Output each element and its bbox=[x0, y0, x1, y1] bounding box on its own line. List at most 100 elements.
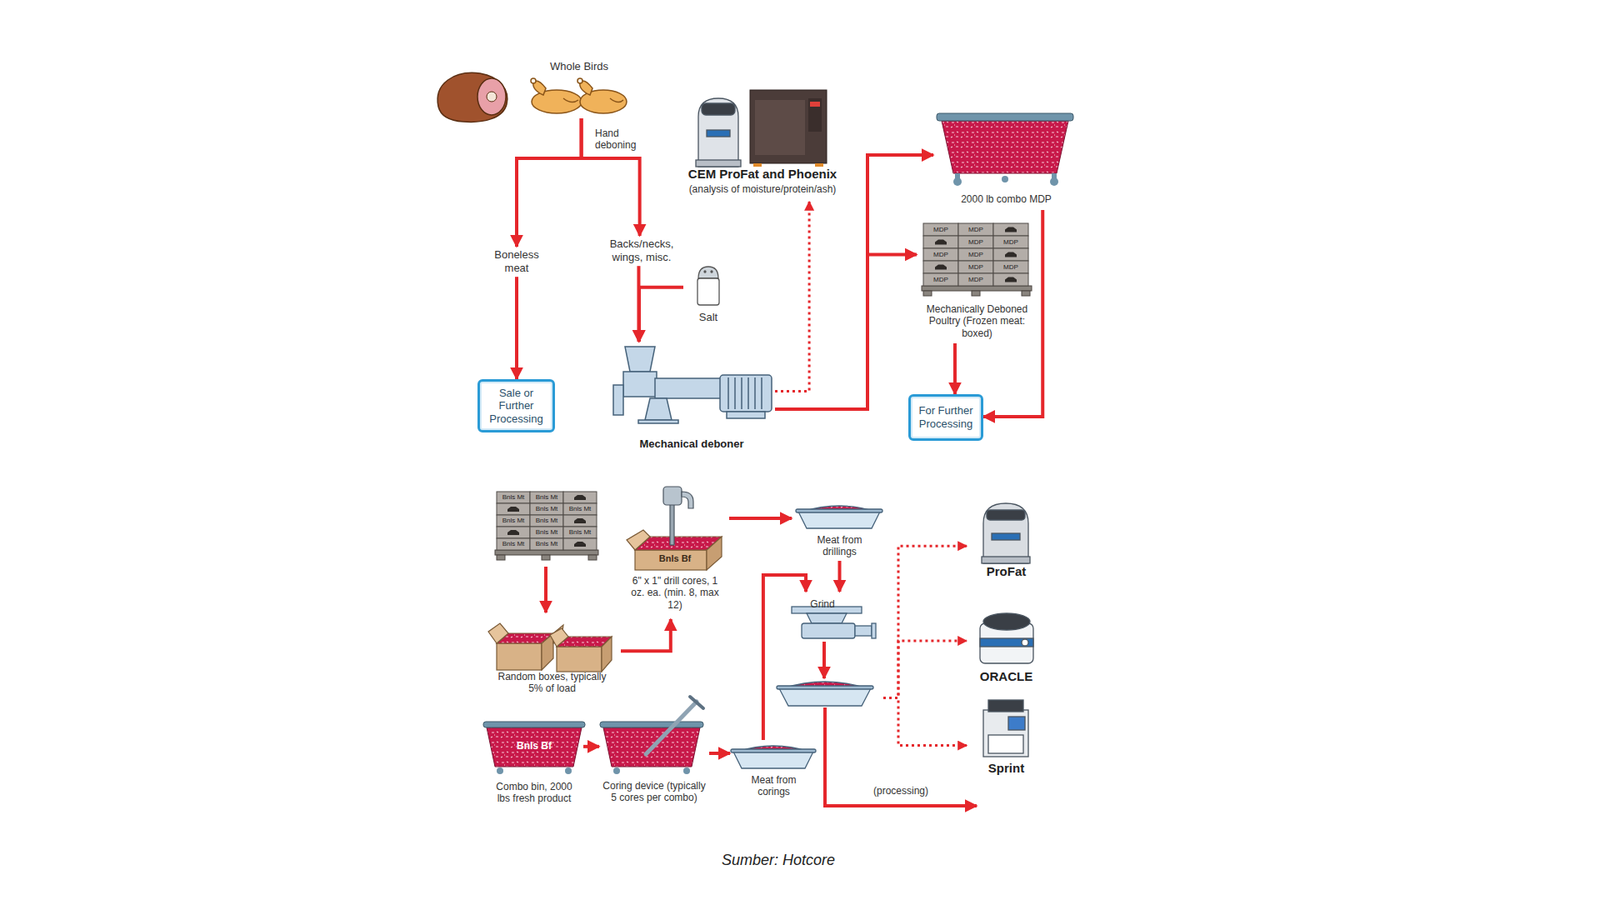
box-label: MDP bbox=[923, 223, 959, 236]
flow-arrow bbox=[822, 641, 826, 679]
box bbox=[563, 526, 597, 539]
coring-device-illustration bbox=[600, 696, 704, 775]
analyzer: ORACLE bbox=[966, 604, 1046, 688]
node-label: 6" x 1" drill cores, 1 oz. ea. (min. 8, … bbox=[625, 575, 725, 611]
grinder: Grind bbox=[775, 591, 884, 713]
node-label: Mechanical deboner bbox=[640, 437, 745, 451]
box-label: Bnls Mt bbox=[496, 515, 530, 527]
node-label: Sale or Further Processing bbox=[483, 386, 550, 426]
box bbox=[993, 248, 1029, 261]
box-label: Bnls Mt bbox=[530, 515, 564, 527]
node-label: Salt bbox=[699, 310, 718, 325]
mechanical-deboner: Mechanical deboner bbox=[608, 341, 775, 455]
oracle-illustration bbox=[980, 613, 1034, 664]
sample-flow-arrow bbox=[775, 201, 810, 391]
box bbox=[496, 515, 530, 527]
box bbox=[993, 235, 1029, 249]
coring-device: Coring device (typically 5 cores per com… bbox=[599, 690, 710, 824]
node-label: Coring device (typically 5 cores per com… bbox=[602, 780, 706, 805]
box-icon bbox=[935, 240, 947, 245]
pallet: MDPMDPMDPMDPMDPMDPMDPMDPMDPMDPMechanical… bbox=[916, 218, 1038, 344]
meat-tray: Meat from corings bbox=[730, 740, 818, 803]
process-box: Sale or Further Processing bbox=[477, 379, 555, 433]
box-icon bbox=[1005, 227, 1017, 233]
combo-bin-illustration bbox=[483, 721, 585, 775]
box bbox=[923, 248, 959, 261]
process-box: For Further Processing bbox=[908, 394, 984, 441]
random-boxes: Random boxes, typically 5% of load bbox=[483, 612, 621, 700]
whole-birds-illustration bbox=[530, 78, 627, 114]
box bbox=[993, 273, 1029, 286]
box-label: MDP bbox=[958, 248, 994, 261]
flow-arrow bbox=[544, 566, 548, 613]
analyzer: CEM ProFat and Phoenix(analysis of moist… bbox=[670, 83, 855, 202]
box bbox=[923, 273, 959, 286]
analyzer: ProFat bbox=[966, 497, 1046, 583]
meat-tray-illustration bbox=[730, 505, 883, 769]
box-icon bbox=[574, 541, 586, 547]
box-icon bbox=[574, 495, 586, 500]
node-label: ProFat bbox=[986, 564, 1027, 580]
product-label: Boneless meat bbox=[480, 246, 554, 277]
pallet: Bnls MtBnls MtBnls MtBnls MtBnls MtBnls … bbox=[491, 487, 600, 567]
node-label: (analysis of moisture/protein/ash) bbox=[689, 183, 837, 195]
box bbox=[496, 526, 530, 539]
node-label: Mechanically Deboned Poultry (Frozen mea… bbox=[923, 303, 1032, 340]
box-label: MDP bbox=[958, 273, 994, 286]
node-label: Combo bin, 2000 lbs fresh product bbox=[488, 780, 580, 805]
box-label: Bnls Mt bbox=[530, 538, 564, 550]
node-label: Bnls Bf bbox=[516, 740, 552, 752]
box bbox=[958, 248, 994, 261]
node-label: Whole Birds bbox=[550, 60, 609, 74]
combo-bin: 2000 lb combo MDP bbox=[933, 108, 1080, 210]
annotation: Hand deboning bbox=[593, 127, 655, 152]
box-label: Bnls Mt bbox=[530, 526, 564, 539]
box bbox=[563, 515, 597, 527]
box-icon bbox=[1005, 252, 1017, 258]
annotation: (processing) bbox=[871, 785, 930, 797]
box bbox=[958, 223, 994, 236]
box bbox=[958, 235, 994, 249]
flow-arrow bbox=[620, 619, 671, 651]
box bbox=[496, 538, 530, 550]
sample-flow-arrow bbox=[883, 545, 967, 698]
box-label: MDP bbox=[958, 223, 994, 236]
flow-arrow bbox=[763, 575, 806, 740]
node-label: Grind bbox=[810, 598, 835, 610]
box bbox=[530, 503, 564, 515]
sample-flow-arrow bbox=[883, 640, 967, 699]
box-label: Bnls Mt bbox=[496, 538, 530, 550]
phoenix-furnace-illustration bbox=[750, 90, 827, 167]
box-icon bbox=[1005, 277, 1017, 283]
node-label: Sprint bbox=[988, 760, 1025, 776]
product-label: Backs/necks, wings, misc. bbox=[592, 235, 691, 266]
box bbox=[993, 223, 1029, 236]
box-label: Bnls Mt bbox=[530, 491, 564, 504]
box bbox=[563, 491, 597, 504]
box bbox=[923, 260, 959, 274]
caption: Sumber: Hotcore bbox=[721, 851, 835, 870]
grinder-illustration bbox=[791, 606, 876, 639]
node-label: Meat from drillings bbox=[806, 534, 874, 559]
pallet-boxes bbox=[496, 223, 1029, 550]
pallet-base bbox=[495, 285, 1032, 560]
box bbox=[530, 538, 564, 550]
box-label: MDP bbox=[993, 260, 1029, 274]
box bbox=[530, 515, 564, 527]
box bbox=[496, 491, 530, 504]
flow-arrow bbox=[775, 255, 917, 410]
flow-arrow bbox=[825, 707, 977, 806]
sample-flow-arrow bbox=[883, 698, 967, 746]
mechanical-deboner-illustration bbox=[613, 346, 772, 424]
flow-arrow bbox=[639, 287, 684, 342]
box bbox=[563, 503, 597, 515]
flow-arrow bbox=[953, 343, 957, 395]
combo-bin-illustration bbox=[936, 113, 1074, 186]
random-boxes-illustration bbox=[488, 623, 612, 672]
combo-bin: Bnls Bf Combo bin, 2000 lbs fresh product bbox=[485, 716, 584, 824]
flow-arrow bbox=[515, 276, 519, 380]
